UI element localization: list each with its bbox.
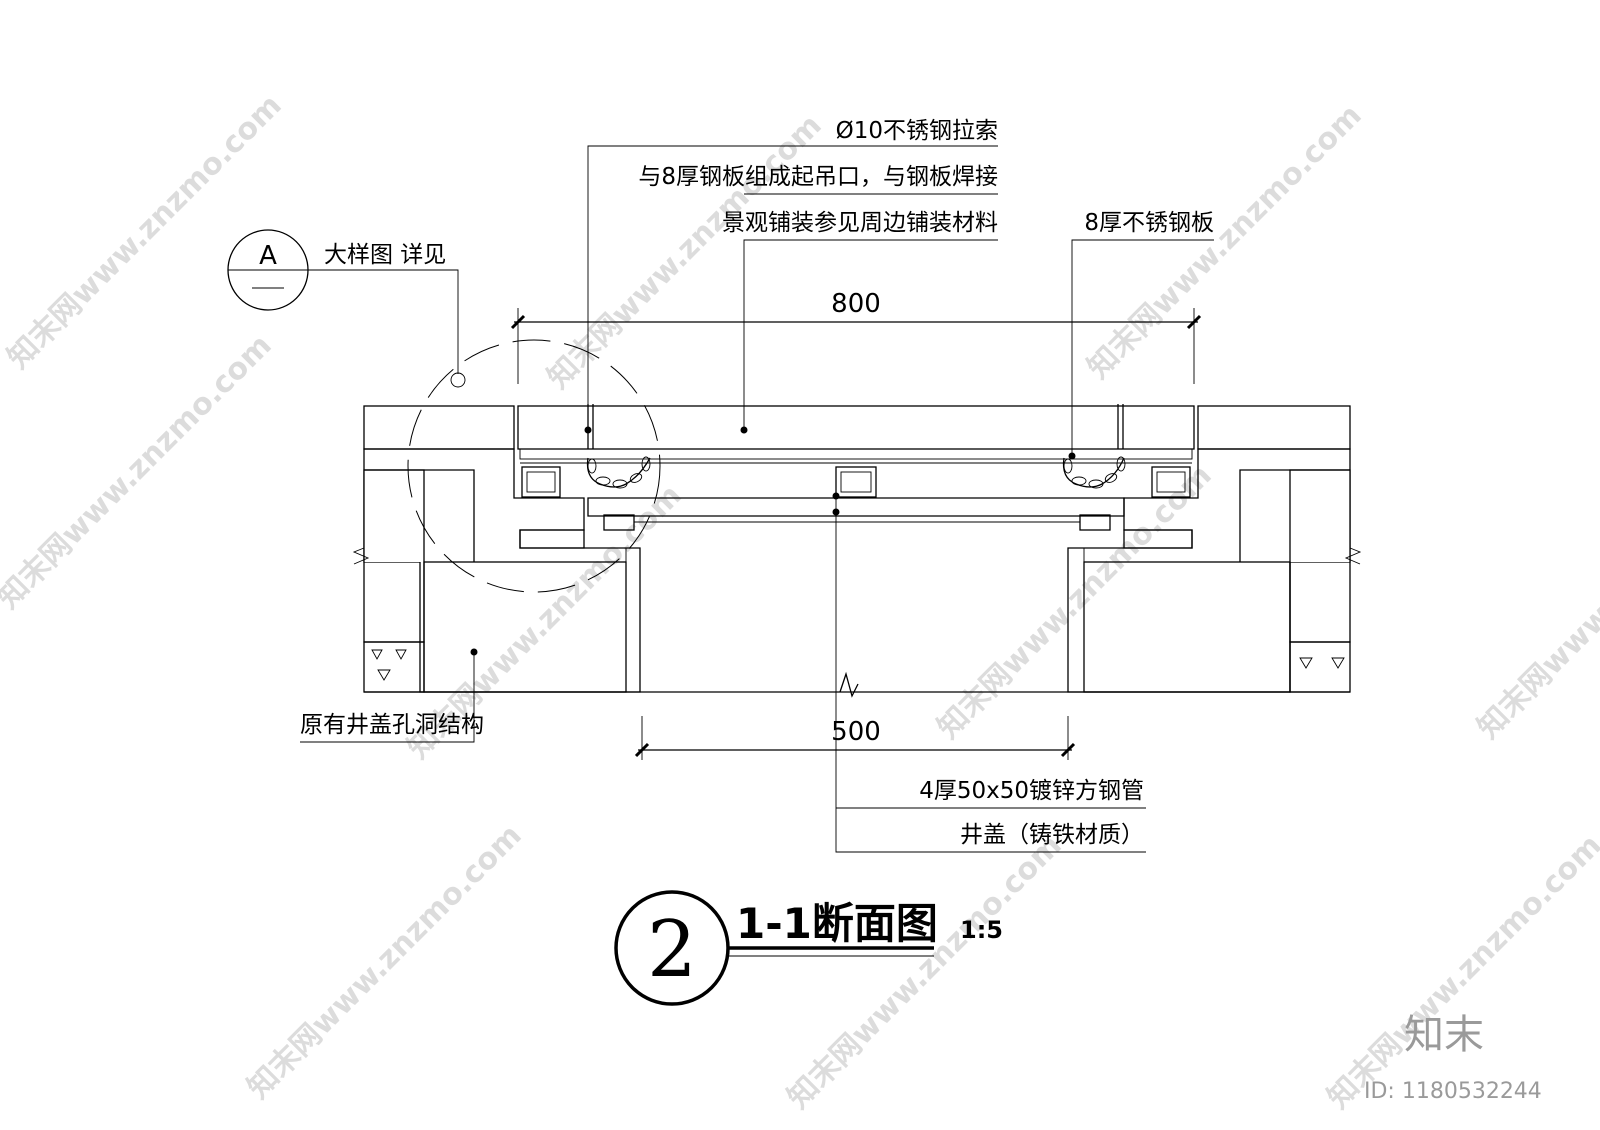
cover-frame <box>587 497 1125 517</box>
brand-logo-text: 知末 <box>1404 1012 1484 1058</box>
title-number: 2 <box>647 905 697 995</box>
detail-symbol-letter: A <box>259 241 277 271</box>
watermark-text: 知末网www.znzmo.com <box>1321 828 1600 1116</box>
lifting-chain-right <box>1062 404 1126 489</box>
label-original-structure: 原有井盖孔洞结构 <box>300 712 484 738</box>
steel-tube <box>1151 466 1191 498</box>
paving-right <box>1197 405 1351 450</box>
lifting-chain-left <box>586 404 651 489</box>
label-cable: Ø10不锈钢拉索 <box>836 118 998 144</box>
watermark-text: 知末网www.znzmo.com <box>1471 458 1600 746</box>
label-detail-ref: 大样图 详见 <box>324 242 446 268</box>
stainless-plate <box>519 448 1193 460</box>
title-block: 2 1-1断面图 1:5 <box>614 890 1003 1006</box>
watermark-text: 知末网www.znzmo.com <box>781 828 1069 1116</box>
title-scale: 1:5 <box>960 916 1003 944</box>
brand-watermark: 知末 ID: 1180532244 <box>1364 1012 1542 1104</box>
dimension-bottom: 500 <box>831 717 881 747</box>
label-steel-tube: 4厚50x50镀锌方钢管 <box>919 778 1144 804</box>
watermark-id: ID: 1180532244 <box>1364 1079 1542 1104</box>
label-plate: 8厚不锈钢板 <box>1084 210 1214 236</box>
watermark-text: 知末网www.znzmo.com <box>1 88 289 376</box>
label-paving: 景观铺装参见周边铺装材料 <box>722 210 998 236</box>
paving-center <box>517 405 1195 450</box>
steel-tube <box>521 466 561 498</box>
title-name: 1-1断面图 <box>736 899 938 948</box>
dimension-top: 800 <box>831 289 881 319</box>
paving-left <box>363 405 515 450</box>
watermark-text: 知末网www.znzmo.com <box>0 328 279 616</box>
label-weld: 与8厚钢板组成起吊口，与钢板焊接 <box>638 164 998 190</box>
watermark-text: 知末网www.znzmo.com <box>1081 98 1369 386</box>
watermark-text: 知末网www.znzmo.com <box>241 818 529 1106</box>
dimensions: 800 500 <box>510 289 1202 760</box>
label-manhole-cover: 井盖（铸铁材质） <box>960 822 1144 848</box>
watermark-text: 知末网www.znzmo.com <box>931 458 1219 746</box>
annotations: Ø10不锈钢拉索 与8厚钢板组成起吊口，与钢板焊接 景观铺装参见周边铺装材料 8… <box>227 118 1214 853</box>
detail-callout-circle <box>407 339 661 593</box>
watermark-text: 知末网www.znzmo.com <box>541 108 829 396</box>
section-body <box>352 339 1362 698</box>
steel-tube <box>835 466 877 498</box>
